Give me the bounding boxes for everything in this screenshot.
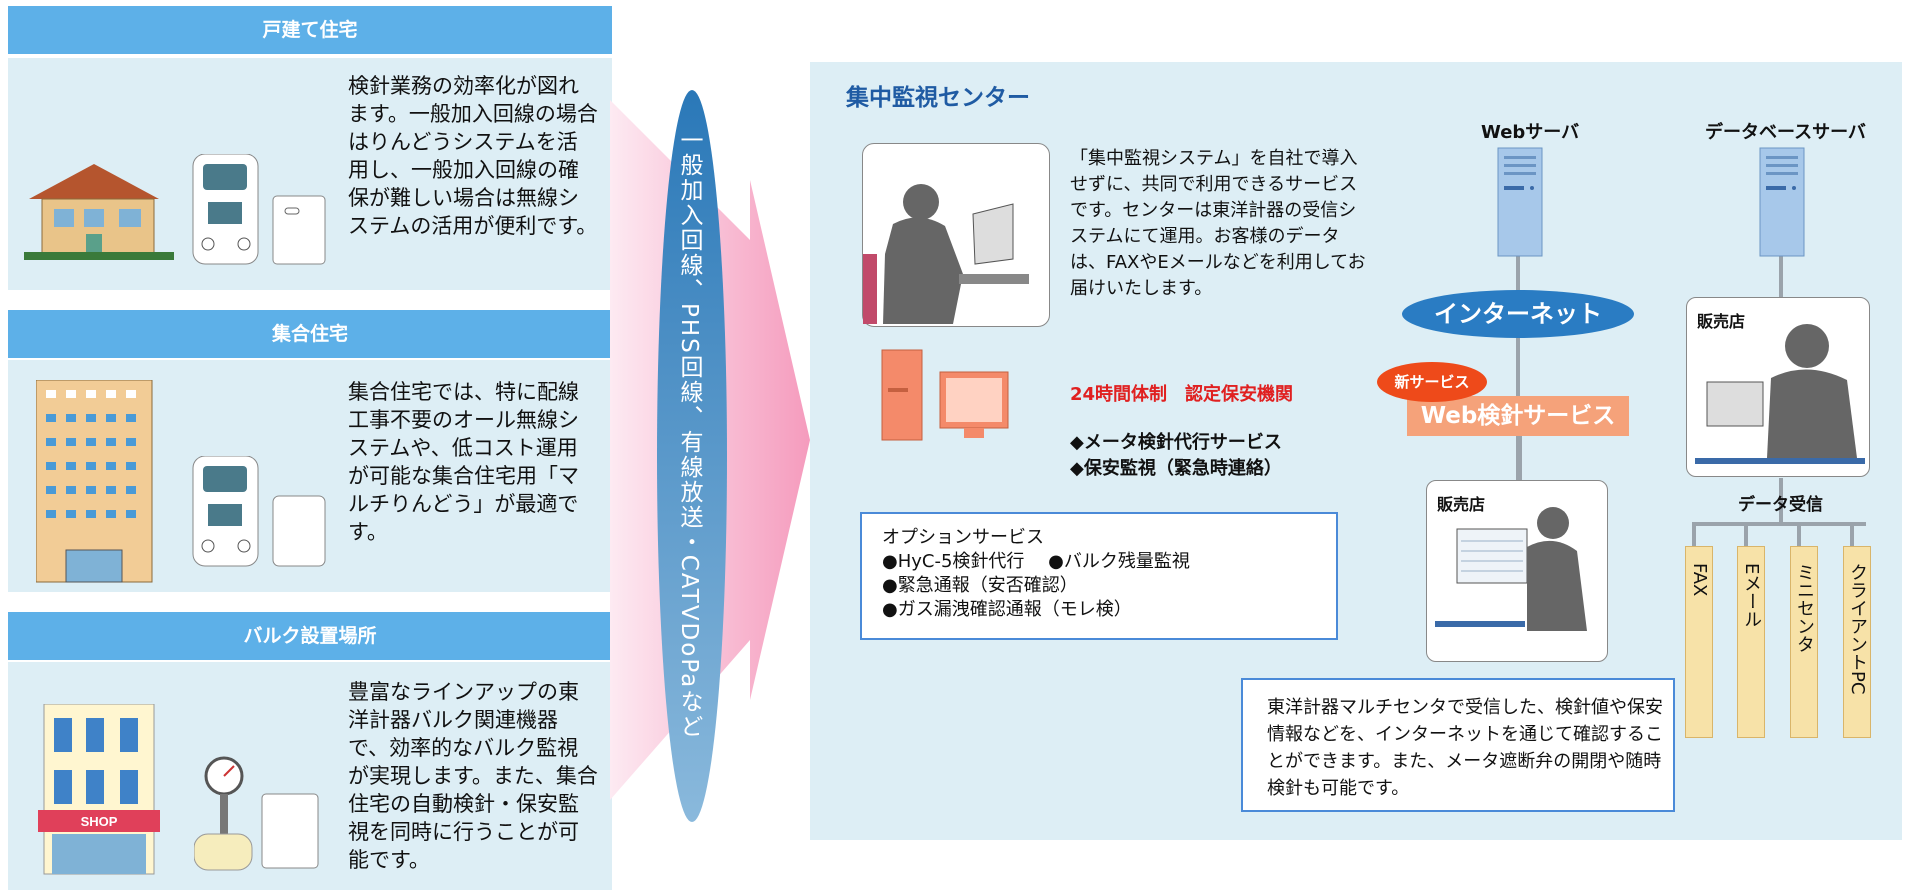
branch-drop xyxy=(1692,522,1696,548)
web-connector-line-lower xyxy=(1519,436,1522,482)
operator-card xyxy=(862,143,1050,327)
option-services-box: オプションサービス ●HyC-5検針代行 ●バルク残量監視 ●緊急通報（安否確認… xyxy=(860,512,1338,640)
shop-label: 販売店 xyxy=(1437,495,1486,514)
center-badge-line: 24時間体制 認定保安機関 xyxy=(1070,384,1294,405)
shop-card-db: 販売店 xyxy=(1686,297,1870,477)
output-email: Eメール xyxy=(1737,546,1765,738)
output-label: クライアントPC xyxy=(1847,563,1868,695)
section-text-apartment: 集合住宅では、特に配線工事不要のオール無線システムや、低コスト運用が可能な集合住… xyxy=(348,380,579,544)
options-heading: オプションサービス xyxy=(882,527,1044,548)
db-branch-bar xyxy=(1692,522,1866,526)
section-title-bulk: バルク設置場所 xyxy=(8,612,612,660)
shop-sign-label: SHOP xyxy=(81,814,118,829)
db-connector-line xyxy=(1779,256,1783,300)
section-body-detached: 検針業務の効率化が図れます。一般加入回線の場合はりんどうシステムを活用し、一般加… xyxy=(8,58,612,290)
web-server-icon xyxy=(1497,147,1543,257)
db-server-icon xyxy=(1759,147,1805,257)
web-meter-service-label: Web検針サービス xyxy=(1407,396,1629,436)
branch-drop xyxy=(1744,522,1748,548)
center-title: 集中監視センター xyxy=(846,85,1030,111)
bottom-note-text: 東洋計器マルチセンタで受信した、検針値や保安情報などを、インターネットを通じて確… xyxy=(1267,697,1663,799)
section-body-apartment: 集合住宅では、特に配線工事不要のオール無線システムや、低コスト運用が可能な集合住… xyxy=(8,360,612,592)
output-label: FAX xyxy=(1689,563,1710,597)
service-item: ◆保安監視（緊急時連絡） xyxy=(1070,458,1282,479)
option-item: ●緊急通報（安否確認） xyxy=(882,575,1078,596)
service-item: ◆メータ検針代行サービス xyxy=(1070,432,1282,453)
operator-silhouette-icon xyxy=(863,184,1029,324)
data-receive-label: データ受信 xyxy=(1738,495,1823,515)
connection-methods-label: 一般加入回線、PHS回線、有線放送・CATVDoPaなど xyxy=(676,128,702,740)
shop-label: 販売店 xyxy=(1697,312,1746,331)
shop-operator-silhouette-icon xyxy=(1695,324,1865,464)
section-title-apartment: 集合住宅 xyxy=(8,310,612,358)
section-text-detached: 検針業務の効率化が図れます。一般加入回線の場合はりんどうシステムを活用し、一般加… xyxy=(348,74,598,238)
section-body-bulk: SHOP 豊富なラインアップの東洋計器バルク関連機器で、効率的なバルク監視が実現… xyxy=(8,662,612,890)
new-service-badge: 新サービス xyxy=(1377,362,1487,402)
shop-web-operator-icon xyxy=(1435,507,1587,631)
option-item: ●HyC-5検針代行 ●バルク残量監視 xyxy=(882,551,1190,572)
web-server-label: Webサーバ xyxy=(1481,122,1580,143)
connection-pill xyxy=(657,90,727,822)
section-text-bulk: 豊富なラインアップの東洋計器バルク関連機器で、効率的なバルク監視が実現します。ま… xyxy=(348,680,598,872)
section-title-detached: 戸建て住宅 xyxy=(8,6,612,54)
gas-meter-icon xyxy=(192,154,326,265)
detached-house-icon xyxy=(24,164,174,260)
shop-building-icon: SHOP xyxy=(38,704,160,875)
bottom-note-box: 東洋計器マルチセンタで受信した、検針値や保安情報などを、インターネットを通じて確… xyxy=(1241,678,1675,812)
branch-drop xyxy=(1797,522,1801,548)
center-pc-icon xyxy=(881,349,1009,441)
option-item: ●ガス漏洩確認通報（モレ検） xyxy=(882,599,1132,620)
shop-card-web: 販売店 xyxy=(1426,480,1608,662)
internet-label: インターネット xyxy=(1402,290,1634,338)
output-client-pc: クライアントPC xyxy=(1843,546,1871,738)
db-branch-stem xyxy=(1779,478,1783,524)
branch-drop xyxy=(1850,522,1854,548)
center-description: 「集中監視システム」を自社で導入せずに、共同で利用できるサービスです。センターは… xyxy=(1070,148,1366,299)
output-label: ミニセンタ xyxy=(1794,563,1815,653)
output-mini-center: ミニセンタ xyxy=(1790,546,1818,738)
output-fax: FAX xyxy=(1685,546,1713,738)
web-connector-line xyxy=(1516,256,1520,484)
bulk-tank-gauge-icon xyxy=(194,756,319,871)
output-label: Eメール xyxy=(1741,563,1762,629)
apartment-building-icon xyxy=(36,380,153,583)
wireless-meter-icon xyxy=(192,456,326,567)
db-server-label: データベースサーバ xyxy=(1705,122,1866,143)
